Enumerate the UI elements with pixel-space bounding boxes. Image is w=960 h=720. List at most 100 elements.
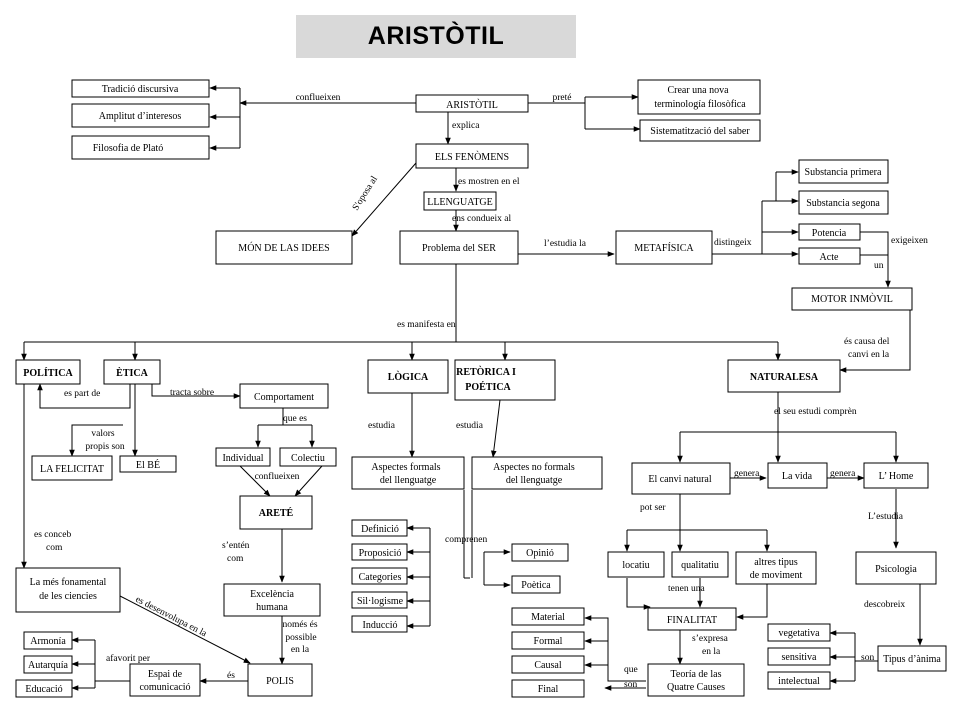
node-plato: Filosofia de Plató xyxy=(71,135,210,160)
node-proposicio: Proposició xyxy=(351,543,408,561)
node-amplitud: Amplitut d’interesos xyxy=(71,103,210,128)
link-prete: preté xyxy=(553,93,572,103)
node-potencia: Potencia xyxy=(798,223,861,241)
node-intelectual-label: intelectual xyxy=(778,676,820,687)
node-retorica-label-1: RETÒRICA I xyxy=(456,366,516,378)
node-subst2: Substancia segona xyxy=(798,190,889,215)
node-naturalesa: NATURALESA xyxy=(727,359,841,393)
node-be-label: El BÉ xyxy=(136,459,160,471)
node-final: Final xyxy=(511,679,585,698)
node-anima: Tipus d’ànima xyxy=(877,645,947,672)
link-part-de: es part de xyxy=(64,389,100,399)
node-causal-label: Causal xyxy=(534,660,561,671)
node-canvi-label: El canvi natural xyxy=(648,474,712,485)
node-arete: ARETÉ xyxy=(239,495,313,530)
node-altres: altres tipus de moviment xyxy=(735,551,817,585)
node-vegetativa-label: vegetativa xyxy=(778,628,820,639)
node-excelencia-label-2: humana xyxy=(256,602,288,613)
node-mesfon-label-2: de les ciencies xyxy=(39,591,97,602)
link-explica: explica xyxy=(452,121,480,131)
node-anima-label: Tipus d’ànima xyxy=(883,654,941,665)
link-estudia-2: estudia xyxy=(456,421,484,431)
node-autarquia: Autarquía xyxy=(23,655,73,674)
node-proposicio-label: Proposició xyxy=(359,548,402,559)
node-individual-label: Individual xyxy=(222,453,263,464)
node-poetica-label: Poètica xyxy=(521,580,551,591)
link-labels: conflueixen preté explica es mostren en … xyxy=(34,92,928,690)
node-felicitat: LA FELICITAT xyxy=(31,455,113,481)
node-polis: POLIS xyxy=(247,663,313,697)
node-opinio: Opinió xyxy=(511,543,569,562)
node-mesfon-label-1: La més fonamental xyxy=(30,577,107,588)
node-aristotil: ARISTÒTIL xyxy=(415,94,529,113)
node-retorica: RETÒRICA I POÉTICA xyxy=(454,359,556,401)
node-etica-label: ÈTICA xyxy=(116,367,148,379)
link-estudia-1: estudia xyxy=(368,421,396,431)
node-formal-label: Formal xyxy=(534,636,563,647)
node-teoria: Teoría de las Quatre Causes xyxy=(647,663,745,697)
node-comportament: Comportament xyxy=(239,383,329,409)
link-tenen: tenen una xyxy=(668,584,705,594)
node-psicologia-label: Psicologia xyxy=(875,564,917,575)
node-espai-label-2: comunicació xyxy=(139,682,190,693)
node-definicio-label: Definició xyxy=(361,524,399,535)
node-etica: ÈTICA xyxy=(103,359,161,385)
node-sensitiva-label: sensitiva xyxy=(782,652,818,663)
node-individual: Individual xyxy=(215,447,271,467)
link-valors-2: propis son xyxy=(85,442,125,452)
node-tradicio: Tradició discursiva xyxy=(71,79,210,98)
link-enten-2: com xyxy=(227,554,244,564)
node-formal: Formal xyxy=(511,631,585,650)
link-genera-2: genera xyxy=(830,469,856,479)
node-mon: MÓN DE LAS IDEES xyxy=(215,230,353,265)
node-noformals: Aspectes no formals del llenguatge xyxy=(471,456,603,490)
link-estudi-compren: el seu estudi comprèn xyxy=(774,407,857,417)
link-descobreix: descobreix xyxy=(864,600,905,610)
link-pot-ser: pot ser xyxy=(640,503,666,513)
link-desenvolupa: es desenvolupa en la xyxy=(134,595,209,640)
node-metafisica-label: METAFÍSICA xyxy=(634,242,694,254)
node-canvi: El canvi natural xyxy=(631,462,731,495)
node-vida-label: La vida xyxy=(782,471,813,482)
link-es: és xyxy=(227,671,235,681)
node-teoria-label-1: Teoría de las xyxy=(671,669,722,680)
node-causal: Causal xyxy=(511,655,585,674)
link-confluixen-1: conflueixen xyxy=(296,92,341,103)
node-naturalesa-label: NATURALESA xyxy=(750,372,819,383)
link-tracta: tracta sobre xyxy=(170,388,214,398)
link-sopossa: S'oposa al xyxy=(351,174,380,212)
nodes: Tradició discursiva Amplitut d’interesos… xyxy=(15,79,947,698)
node-amplitud-label: Amplitut d’interesos xyxy=(99,111,182,122)
node-locatiu-label: locatiu xyxy=(622,560,649,571)
node-sensitiva: sensitiva xyxy=(767,647,831,666)
node-excelencia: Excelència humana xyxy=(223,583,321,617)
node-locatiu: locatiu xyxy=(607,551,665,578)
link-nomes-3: en la xyxy=(291,645,310,655)
node-armonia: Armonía xyxy=(23,631,73,650)
node-altres-label-2: de moviment xyxy=(750,570,803,581)
node-noformals-label-1: Aspectes no formals xyxy=(493,462,575,473)
node-sistem-label: Sistematització del saber xyxy=(650,126,750,137)
link-nomes-2: possible xyxy=(285,633,316,643)
node-categories-label: Categories xyxy=(359,572,402,583)
node-espai-label-1: Espai de xyxy=(148,669,183,680)
node-crear: Crear una nova terminología filosòfica xyxy=(637,79,761,115)
node-home-label: L’ Home xyxy=(879,471,914,482)
node-comportament-label: Comportament xyxy=(254,392,314,403)
node-subst2-label: Substancia segona xyxy=(806,198,880,209)
link-que-son-1: que xyxy=(624,665,638,675)
node-be: El BÉ xyxy=(119,455,177,473)
node-crear-label-1: Crear una nova xyxy=(667,85,729,96)
node-plato-label: Filosofia de Plató xyxy=(93,143,164,154)
node-home: L’ Home xyxy=(863,462,929,489)
node-politica-label: POLÍTICA xyxy=(23,367,73,379)
link-manifesta: es manifesta en xyxy=(397,319,456,330)
link-exigeixen: exigeixen xyxy=(891,236,928,246)
link-causa-2: canvi en la xyxy=(848,350,890,360)
node-formals-label-2: del llenguatge xyxy=(380,475,437,486)
node-categories: Categories xyxy=(351,567,408,585)
link-afavorit: afavorit per xyxy=(106,653,151,664)
link-mostren: es mostren en el xyxy=(458,177,520,187)
node-colectiu-label: Colectiu xyxy=(291,453,325,464)
node-mon-label: MÓN DE LAS IDEES xyxy=(238,242,329,254)
